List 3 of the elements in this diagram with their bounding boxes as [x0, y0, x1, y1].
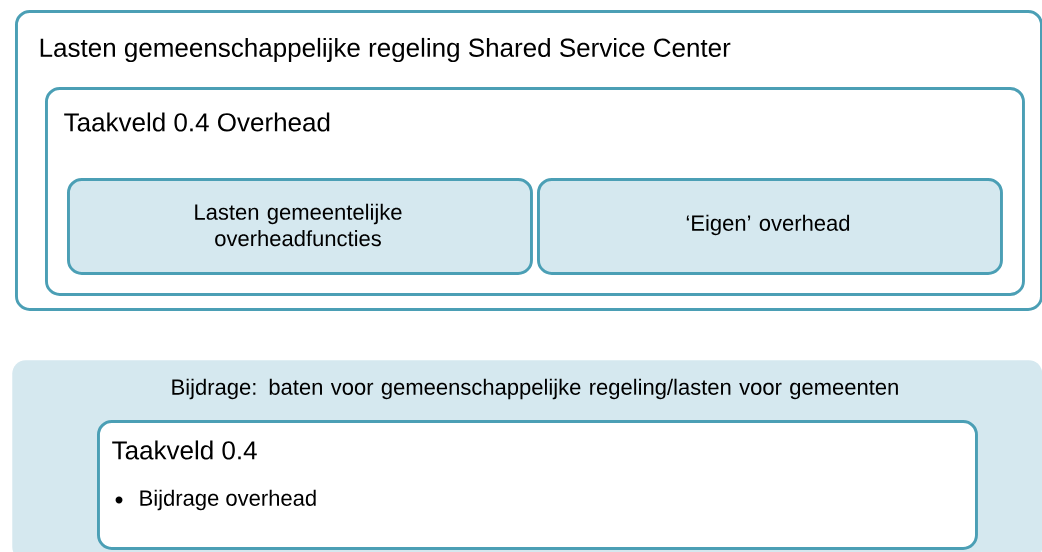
outlined-box: ‘Eigen’ overhead: [537, 178, 1003, 275]
outlined-box: Lasten gemeentelijke overheadfuncties: [67, 178, 533, 275]
outlined-box: Taakveld 0.4 Bijdrage overhead: [97, 420, 978, 550]
